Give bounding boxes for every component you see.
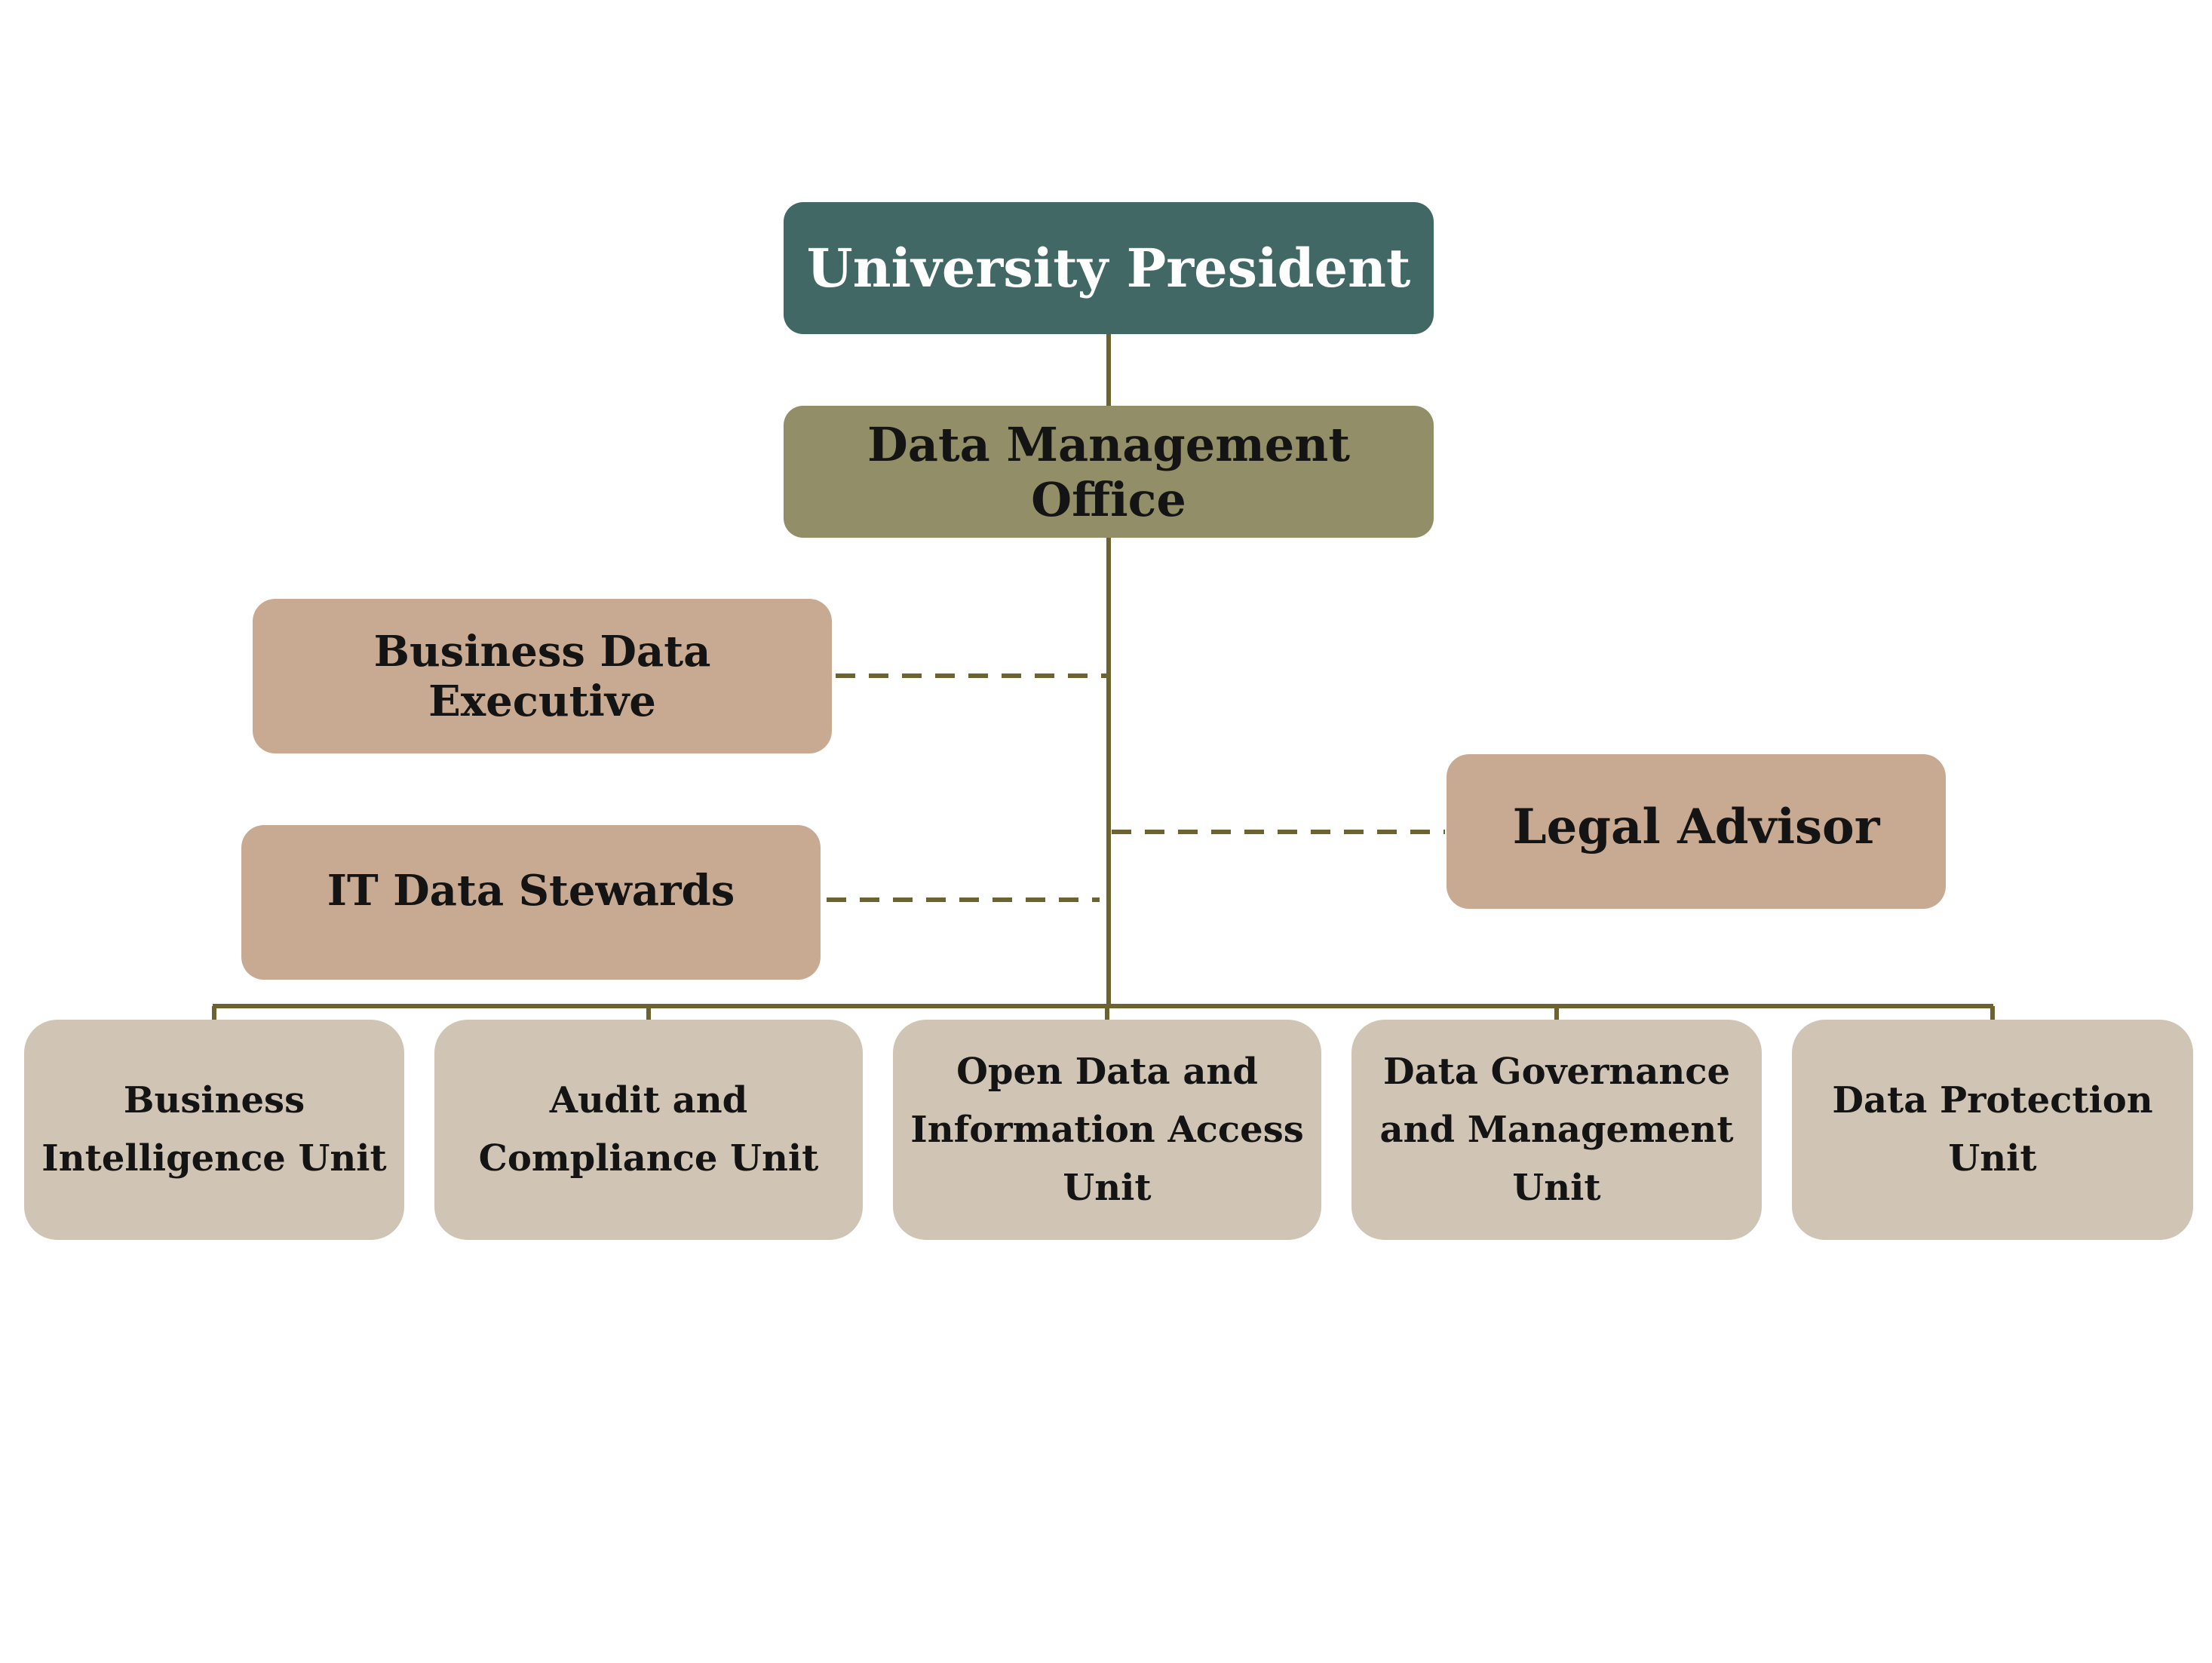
audit-and-compliance-unit-box: Audit and Compliance Unit [434,1020,863,1240]
business-data-executive-box: Business Data Executive [253,599,832,753]
university-president-box: University President [784,202,1434,334]
unit-label-line: Intelligence Unit [41,1137,387,1180]
unit-label-line: Data Protection [1832,1079,2153,1121]
unit-label-line: Unit [1512,1166,1601,1209]
it-data-stewards-label: IT Data Stewards [327,865,735,916]
data-management-office-label: Data Management Office [867,416,1350,527]
legal-advisor-box: Legal Advisor [1447,754,1946,909]
unit-label-line: Audit and [549,1079,748,1121]
unit-label-line: Business [123,1079,305,1121]
business-intelligence-unit-box: Business Intelligence Unit [24,1020,404,1240]
unit-label-line: Unit [1948,1137,2037,1180]
unit-label-line: Open Data and [956,1050,1258,1093]
unit-label-line: Information Access [910,1108,1304,1151]
it-data-stewards-box: IT Data Stewards [241,825,821,980]
open-data-and-information-access-unit-box: Open Data and Information Access Unit [893,1020,1321,1240]
data-governance-and-management-unit-box: Data Governance and Management Unit [1351,1020,1762,1240]
university-president-label: University President [806,237,1411,299]
data-management-office-box: Data Management Office [784,406,1434,538]
unit-label-line: Compliance Unit [478,1137,819,1180]
unit-label-line: and Management [1379,1108,1734,1151]
legal-advisor-label: Legal Advisor [1512,799,1880,855]
unit-label-line: Data Governance [1382,1050,1731,1093]
data-protection-unit-box: Data Protection Unit [1792,1020,2193,1240]
unit-label-line: Unit [1063,1166,1152,1209]
business-data-executive-label: Business Data Executive [373,626,711,726]
